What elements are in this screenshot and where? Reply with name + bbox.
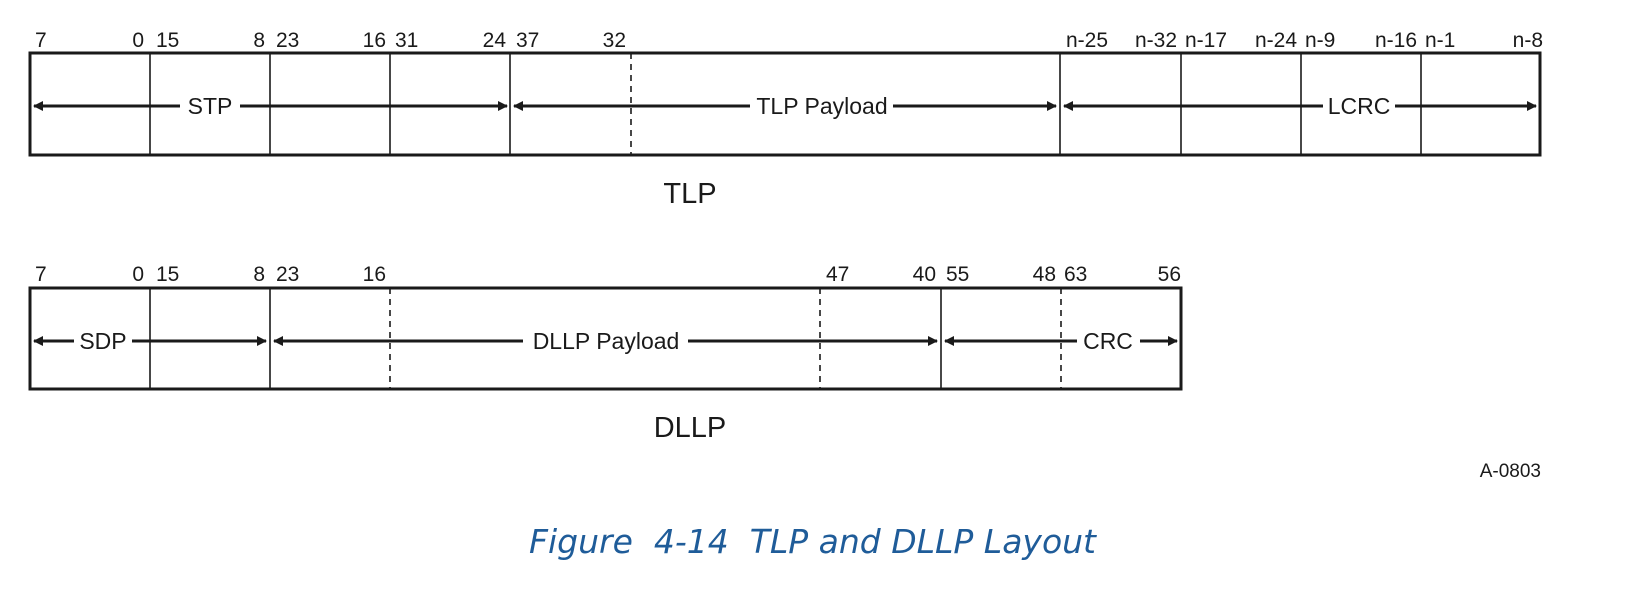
dllp-payload-label: DLLP Payload — [533, 328, 680, 354]
tlp-bit-label: 15 — [156, 29, 179, 52]
dllp-crc-field: CRC — [944, 328, 1178, 354]
tlp-frame — [28, 51, 1542, 157]
lcrc-label: LCRC — [1328, 93, 1391, 119]
dllp-bit-label: 23 — [276, 263, 299, 286]
tlp-bit-label: 31 — [395, 29, 418, 52]
tlp-bit-label: 23 — [276, 29, 299, 52]
tlp-packet-name: TLP — [663, 178, 716, 210]
dllp-packet-name: DLLP — [654, 412, 727, 444]
figure-title: TLP and DLLP Layout — [749, 522, 1096, 561]
tlp-byte-dividers — [149, 53, 1422, 155]
stp-label: STP — [188, 93, 233, 119]
dllp-frame — [28, 286, 1183, 391]
dllp-bit-label: 48 — [1033, 263, 1056, 286]
tlp-payload-label: TLP Payload — [756, 93, 887, 119]
tlp-packet: 7 0 15 8 23 16 31 24 37 32 n-25 n-32 n-1… — [28, 29, 1543, 210]
tlp-bit-label: 24 — [483, 29, 507, 52]
figure-number: Figure 4-14 — [528, 522, 729, 561]
dllp-bit-label: 8 — [253, 263, 265, 286]
dllp-bit-label: 47 — [826, 263, 849, 286]
crc-label: CRC — [1083, 328, 1133, 354]
tlp-bit-label: n-17 — [1185, 29, 1227, 52]
tlp-bit-label: 32 — [603, 29, 626, 52]
dllp-bit-label: 55 — [946, 263, 969, 286]
figure-reference-id: A-0803 — [1480, 461, 1541, 482]
dllp-bit-label: 7 — [35, 263, 47, 286]
tlp-payload-field: TLP Payload — [513, 93, 1057, 119]
tlp-bit-label: n-16 — [1375, 29, 1417, 52]
dllp-sdp-field: SDP — [33, 328, 267, 354]
tlp-bit-label: 0 — [132, 29, 144, 52]
dllp-bit-label: 40 — [913, 263, 936, 286]
tlp-bit-label: n-25 — [1066, 29, 1108, 52]
tlp-stp-field: STP — [33, 93, 508, 119]
tlp-bit-label: 7 — [35, 29, 47, 52]
sdp-label: SDP — [79, 328, 126, 354]
dllp-bit-labels: 7 0 15 8 23 16 47 40 55 48 63 56 — [35, 263, 1181, 286]
tlp-bit-label: 16 — [363, 29, 386, 52]
dllp-bit-label: 16 — [363, 263, 386, 286]
dllp-bit-label: 15 — [156, 263, 179, 286]
tlp-bit-label: 37 — [516, 29, 539, 52]
tlp-bit-label: n-24 — [1255, 29, 1297, 52]
dllp-packet: 7 0 15 8 23 16 47 40 55 48 63 56 SDP — [28, 263, 1183, 444]
dllp-bit-label: 0 — [132, 263, 144, 286]
figure-caption: Figure 4-14 TLP and DLLP Layout — [0, 522, 1625, 561]
tlp-bit-label: n-9 — [1305, 29, 1335, 52]
tlp-bit-label: n-32 — [1135, 29, 1177, 52]
tlp-bit-label: 8 — [253, 29, 265, 52]
tlp-lcrc-field: LCRC — [1063, 93, 1537, 119]
dllp-bit-label: 63 — [1064, 263, 1087, 286]
dllp-payload-field: DLLP Payload — [273, 328, 938, 354]
dllp-byte-dividers — [149, 288, 1062, 389]
tlp-bit-label: n-1 — [1425, 29, 1455, 52]
dllp-bit-label: 56 — [1158, 263, 1181, 286]
tlp-bit-labels: 7 0 15 8 23 16 31 24 37 32 n-25 n-32 n-1… — [35, 29, 1543, 52]
tlp-bit-label: n-8 — [1513, 29, 1543, 52]
